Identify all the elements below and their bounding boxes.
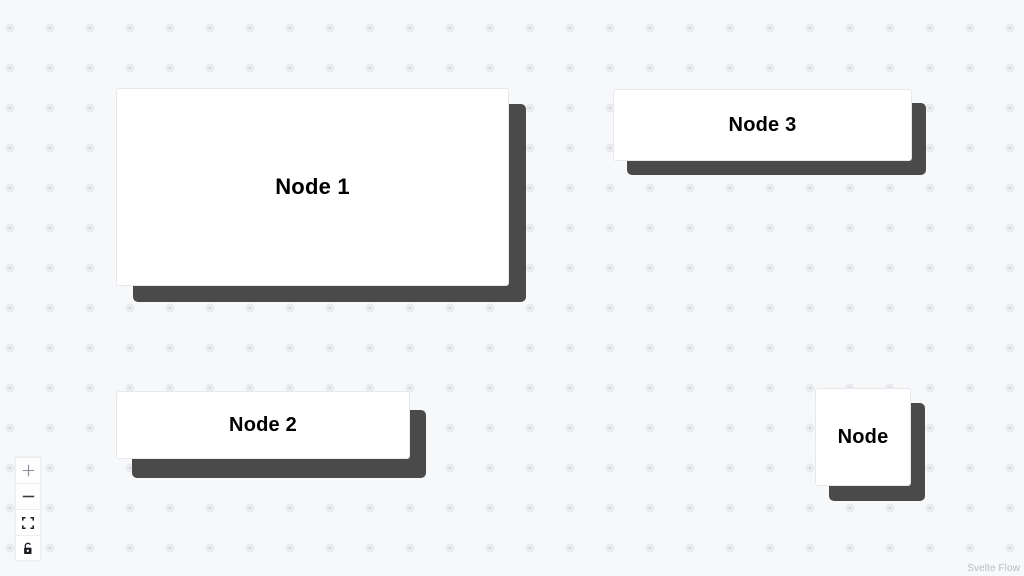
fit-view-button[interactable] [15, 509, 41, 535]
lock-icon [22, 542, 34, 555]
zoom-in-button[interactable] [15, 457, 41, 483]
node-node-3[interactable]: Node 3 [613, 89, 926, 175]
node-node-1[interactable]: Node 1 [116, 88, 526, 302]
node-label: Node 1 [275, 174, 350, 199]
node-label: Node [837, 425, 889, 448]
node-body[interactable]: Node 3 [613, 89, 912, 161]
node-body[interactable]: Node 1 [116, 88, 509, 286]
flow-controls-panel[interactable] [15, 457, 41, 561]
node-body[interactable]: Node [815, 388, 911, 486]
node-label: Node 3 [728, 113, 797, 136]
minus-icon [22, 490, 35, 503]
node-body[interactable]: Node 2 [116, 391, 410, 459]
plus-icon [22, 464, 35, 477]
zoom-out-button[interactable] [15, 483, 41, 509]
svelte-flow-attribution[interactable]: Svelte Flow [967, 563, 1020, 574]
toggle-interactivity-button[interactable] [15, 535, 41, 561]
node-node-4[interactable]: Node [815, 388, 925, 501]
node-label: Node 2 [229, 413, 297, 436]
fit-view-icon [22, 516, 34, 529]
node-node-2[interactable]: Node 2 [116, 391, 426, 478]
